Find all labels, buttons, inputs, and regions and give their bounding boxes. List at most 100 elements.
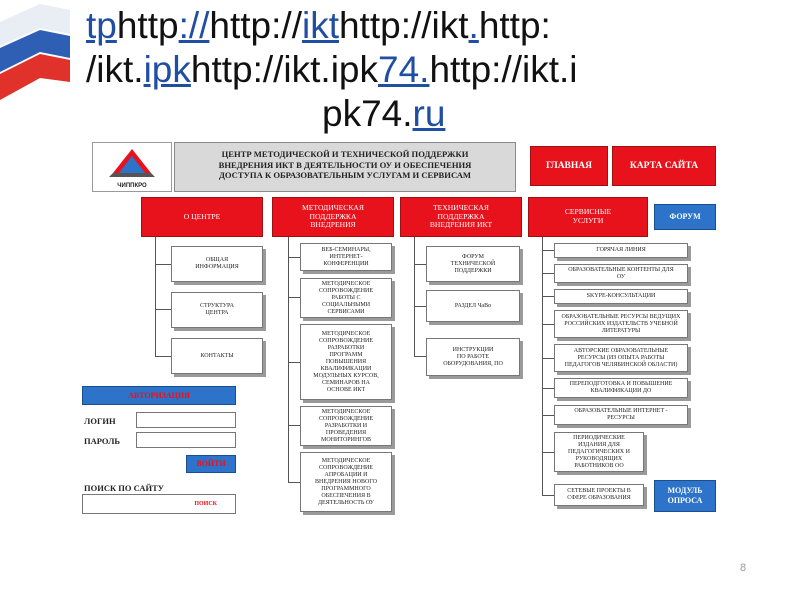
item-label: ПЕДАГОГОВ ЧЕЛЯБИНСКОЙ ОБЛАСТИ) [564, 361, 678, 368]
connector-line [542, 273, 554, 274]
item-label: СТРУКТУРА [200, 303, 234, 309]
password-input[interactable] [136, 432, 236, 448]
item-label: АПРОБАЦИИ И [324, 471, 368, 478]
item-label: ФОРУМ [462, 253, 484, 260]
item-label: ОУ [616, 273, 626, 280]
title-link-fragment[interactable]: ikt [301, 5, 339, 46]
title-link-fragment[interactable]: :// [178, 5, 210, 46]
about-item-structure[interactable]: СТРУКТУРА ЦЕНТРА [171, 292, 263, 328]
forum-button[interactable]: ФОРУМ [654, 204, 716, 230]
item-label: МЕТОДИЧЕСКОЕ [321, 457, 371, 464]
poll-module-button[interactable]: МОДУЛЬ ОПРОСА [654, 480, 716, 512]
item-label: ПРОГРАММНОГО [321, 485, 371, 492]
item-label: АВТОРСКИЕ ОБРАЗОВАТЕЛЬНЫЕ [573, 347, 669, 354]
title-text-fragment: http://ikt.ipk [190, 49, 379, 90]
title-link-fragment[interactable]: . [468, 5, 479, 46]
nav-services[interactable]: СЕРВИСНЫЕ УСЛУГИ [528, 197, 648, 237]
item-label: МОНИТОРИНГОВ [321, 436, 371, 443]
method-item-webinars[interactable]: ВЕБ-СЕМИНАРЫ, ИНТЕРНЕТ- КОНФЕРЕНЦИИ [300, 243, 392, 271]
sitemap-button[interactable]: КАРТА САЙТА [612, 146, 716, 186]
service-item-network-projects[interactable]: СЕТЕВЫЕ ПРОЕКТЫ В СФЕРЕ ОБРАЗОВАНИЯ [554, 484, 644, 506]
service-item-hotline[interactable]: ГОРЯЧАЯ ЛИНИЯ [554, 243, 688, 258]
chippkro-logo: ЧИППКРО [92, 142, 172, 192]
title-link-fragment[interactable]: ipk [143, 49, 191, 90]
item-label: РУКОВОДЯЩИХ [575, 455, 623, 462]
login-button[interactable]: ВОЙТИ [186, 455, 236, 473]
item-label: СОПРОВОЖДЕНИЕ [318, 464, 374, 471]
home-button[interactable]: ГЛАВНАЯ [530, 146, 608, 186]
connector-line [288, 425, 300, 426]
item-label: РАЗРАБОТКИ [327, 344, 365, 351]
header-line: ДОСТУПА К ОБРАЗОВАТЕЛЬНЫМ УСЛУГАМ И СЕРВ… [218, 170, 472, 180]
method-item-training-programs[interactable]: МЕТОДИЧЕСКОЕ СОПРОВОЖДЕНИЕ РАЗРАБОТКИ ПР… [300, 324, 392, 400]
search-button[interactable]: ПОИСК [82, 494, 236, 514]
item-label: КОНТАКТЫ [200, 352, 234, 359]
item-label: ПЕРИОДИЧЕСКИЕ [573, 434, 625, 441]
service-item-internet-resources[interactable]: ОБРАЗОВАТЕЛЬНЫЕ ИНТЕРНЕТ - РЕСУРСЫ [554, 405, 688, 425]
item-label: МЕТОДИЧЕСКОЕ [321, 408, 371, 415]
site-header: ЦЕНТР МЕТОДИЧЕСКОЙ И ТЕХНИЧЕСКОЙ ПОДДЕРЖ… [174, 142, 516, 192]
nav-label: ВНЕДРЕНИЯ [310, 220, 356, 230]
connector-line [288, 297, 300, 298]
nav-about-center[interactable]: О ЦЕНТРЕ [141, 197, 263, 237]
slide-title: tphttp://http://ikthttp://ikt.http: /ikt… [86, 4, 800, 136]
nav-label: ТЕХНИЧЕСКАЯ [433, 203, 489, 213]
connector-line [542, 358, 554, 359]
item-label: СФЕРЕ ОБРАЗОВАНИЯ [567, 495, 631, 501]
login-label: ЛОГИН [84, 416, 116, 426]
connector-line [542, 250, 554, 251]
logo-triangle-icon [109, 149, 155, 177]
item-label: ОБЩАЯ [205, 257, 229, 263]
title-text-fragment: http:// [209, 5, 302, 46]
about-item-contacts[interactable]: КОНТАКТЫ [171, 338, 263, 374]
nav-methodical-support[interactable]: МЕТОДИЧЕСКАЯ ПОДДЕРЖКА ВНЕДРЕНИЯ [272, 197, 394, 237]
connector-line [542, 237, 543, 496]
item-label: ОБРАЗОВАТЕЛЬНЫЕ КОНТЕНТЫ ДЛЯ [568, 266, 674, 273]
method-item-monitoring[interactable]: МЕТОДИЧЕСКОЕ СОПРОВОЖДЕНИЕ РАЗРАБОТКИ И … [300, 406, 392, 446]
connector-line [414, 264, 426, 265]
connector-line [542, 415, 554, 416]
method-item-new-software[interactable]: МЕТОДИЧЕСКОЕ СОПРОВОЖДЕНИЕ АПРОБАЦИИ И В… [300, 452, 392, 512]
login-input[interactable] [136, 412, 236, 428]
item-label: ИНСТРУКЦИИ [452, 346, 494, 353]
item-label: КВАЛИФИКАЦИИ ДО [590, 388, 652, 394]
item-label: СОПРОВОЖДЕНИЕ [318, 287, 374, 294]
item-label: ОБОРУДОВАНИЯ, ПО [443, 360, 503, 367]
method-item-social-services[interactable]: МЕТОДИЧЕСКОЕ СОПРОВОЖДЕНИЕ РАБОТЫ С СОЦИ… [300, 278, 392, 318]
tech-item-forum[interactable]: ФОРУМ ТЕХНИЧЕСКОЙ ПОДДЕРЖКИ [426, 246, 520, 282]
item-label: СЕТЕВЫЕ ПРОЕКТЫ В [567, 488, 631, 494]
nav-technical-support[interactable]: ТЕХНИЧЕСКАЯ ПОДДЕРЖКА ВНЕДРЕНИЯ ИКТ [400, 197, 522, 237]
header-line: ЦЕНТР МЕТОДИЧЕСКОЙ И ТЕХНИЧЕСКОЙ ПОДДЕРЖ… [221, 149, 469, 159]
item-label: ИЗДАНИЯ ДЛЯ [578, 441, 620, 448]
service-item-publishers[interactable]: ОБРАЗОВАТЕЛЬНЫЕ РЕСУРСЫ ВЕДУЩИХ РОССИЙСК… [554, 310, 688, 338]
service-item-periodicals[interactable]: ПЕРИОДИЧЕСКИЕ ИЗДАНИЯ ДЛЯ ПЕДАГОГИЧЕСКИХ… [554, 432, 644, 472]
tech-item-faq[interactable]: РАЗДЕЛ ЧаВо [426, 290, 520, 322]
item-label: ВЕБ-СЕМИНАРЫ, [321, 246, 371, 253]
title-line-3: pk74.ru [86, 92, 800, 136]
connector-line [414, 356, 426, 357]
item-label: МЕТОДИЧЕСКОЕ [321, 280, 371, 287]
tech-item-instructions[interactable]: ИНСТРУКЦИИ ПО РАБОТЕ ОБОРУДОВАНИЯ, ПО [426, 338, 520, 376]
item-label: ЦЕНТРА [205, 310, 229, 316]
title-text-fragment: pk74. [322, 93, 413, 134]
item-label: ВНЕДРЕНИЯ НОВОГО [315, 478, 377, 485]
poll-label: ОПРОСА [667, 496, 703, 505]
service-item-edu-content[interactable]: ОБРАЗОВАТЕЛЬНЫЕ КОНТЕНТЫ ДЛЯ ОУ [554, 264, 688, 283]
item-label: ИНФОРМАЦИЯ [195, 264, 239, 270]
item-label: ГОРЯЧАЯ ЛИНИЯ [596, 247, 646, 253]
item-label: ТЕХНИЧЕСКОЙ [450, 260, 496, 267]
title-link-fragment[interactable]: 74. [378, 49, 430, 90]
about-item-general-info[interactable]: ОБЩАЯ ИНФОРМАЦИЯ [171, 246, 263, 282]
item-label: ПРОГРАММ [329, 351, 363, 358]
title-link-fragment[interactable]: tp [86, 5, 117, 46]
nav-label: ПОДДЕРЖКА [309, 211, 357, 221]
service-item-author-resources[interactable]: АВТОРСКИЕ ОБРАЗОВАТЕЛЬНЫЕ РЕСУРСЫ (ИЗ ОП… [554, 344, 688, 372]
item-label: ЛИТЕРАТУРЫ [601, 327, 641, 334]
connector-line [542, 296, 554, 297]
title-text-fragment: /ikt. [86, 49, 144, 90]
item-label: СОЦИАЛЬНЫМИ [321, 301, 371, 308]
service-item-skype[interactable]: SKYPE-КОНСУЛЬТАЦИИ [554, 289, 688, 304]
title-link-fragment[interactable]: ru [412, 93, 446, 134]
connector-line [542, 388, 554, 389]
service-item-retraining[interactable]: ПЕРЕПОДГОТОВКА И ПОВЫШЕНИЕ КВАЛИФИКАЦИИ … [554, 378, 688, 398]
